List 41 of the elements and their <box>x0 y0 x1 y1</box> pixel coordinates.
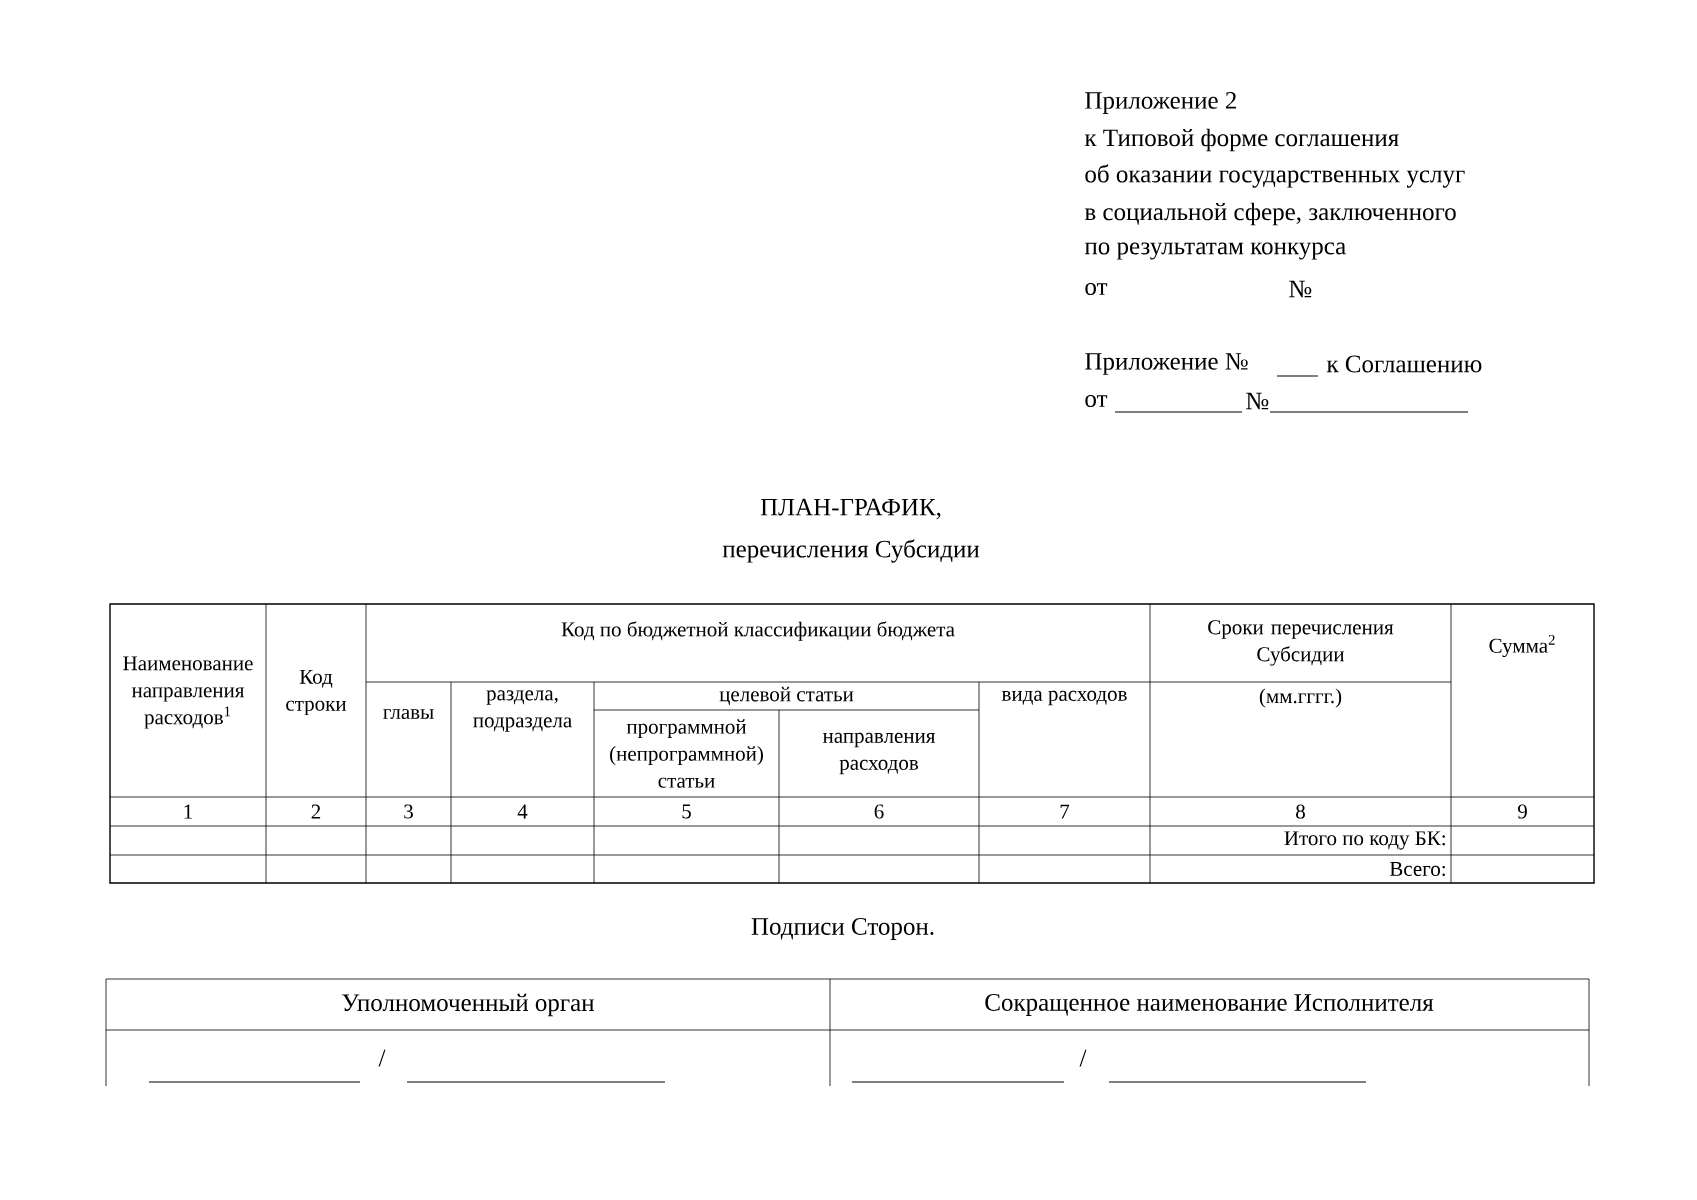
slash: / <box>1079 1049 1087 1067</box>
signature-header: Сокращенное наименование Исполнителя <box>985 994 1434 1016</box>
signature-header: Уполномоченный орган <box>342 993 594 1017</box>
appendix-text: № <box>1289 280 1312 298</box>
table-header: целевой статьи <box>719 686 854 706</box>
column-number: 5 <box>682 804 691 819</box>
table-header: программной (непрограммной) статьи <box>610 719 763 788</box>
column-number: 2 <box>311 804 321 819</box>
appendix-text: по результатам конкурса <box>1084 242 1346 260</box>
table-header: (мм.гггг.) <box>1259 688 1342 708</box>
appendix-text: к Соглашению <box>1326 355 1482 373</box>
appendix-text: Приложение 2 <box>1085 92 1236 114</box>
column-number: 7 <box>1060 804 1070 819</box>
appendix-text: в социальной сфере, заключенного <box>1084 202 1456 226</box>
column-number: 3 <box>404 804 413 819</box>
column-number: 8 <box>1296 804 1305 819</box>
heading: перечисления Субсидии <box>722 539 980 563</box>
appendix-text: об оказании государственных услуг <box>1085 164 1465 188</box>
appendix-text: № <box>1246 392 1269 410</box>
appendix-text: Приложение № <box>1085 353 1248 375</box>
table-header: Наименование направления расходов$^{1}$ <box>123 656 253 729</box>
table-header: вида расходов <box>1001 690 1127 706</box>
table-header: Сумма$^{2}$ <box>1489 634 1555 658</box>
appendix-text: от <box>1085 395 1108 408</box>
slash: / <box>378 1049 386 1067</box>
column-number: 6 <box>874 804 884 819</box>
row-label: Итого по коду БК: <box>1284 831 1445 850</box>
row-label: Всего: <box>1389 862 1445 876</box>
table-header: главы <box>383 709 434 720</box>
column-number: 1 <box>184 804 192 819</box>
table-header: раздела, подраздела <box>473 690 572 732</box>
heading: Подписи Сторон. <box>751 918 934 940</box>
title: ПЛАН-ГРАФИК, <box>760 498 941 520</box>
appendix-text: к Типовой форме соглашения <box>1084 128 1399 152</box>
table-header: направления расходов <box>822 732 936 775</box>
table-header: Код по бюджетной классификации бюджета <box>561 621 955 641</box>
column-number: 4 <box>517 804 528 819</box>
table-header: Код строки <box>286 669 347 716</box>
column-number: 9 <box>1517 804 1527 819</box>
table-header: Сроки перечисления Субсидии <box>1208 620 1394 666</box>
appendix-text: от <box>1085 283 1108 296</box>
